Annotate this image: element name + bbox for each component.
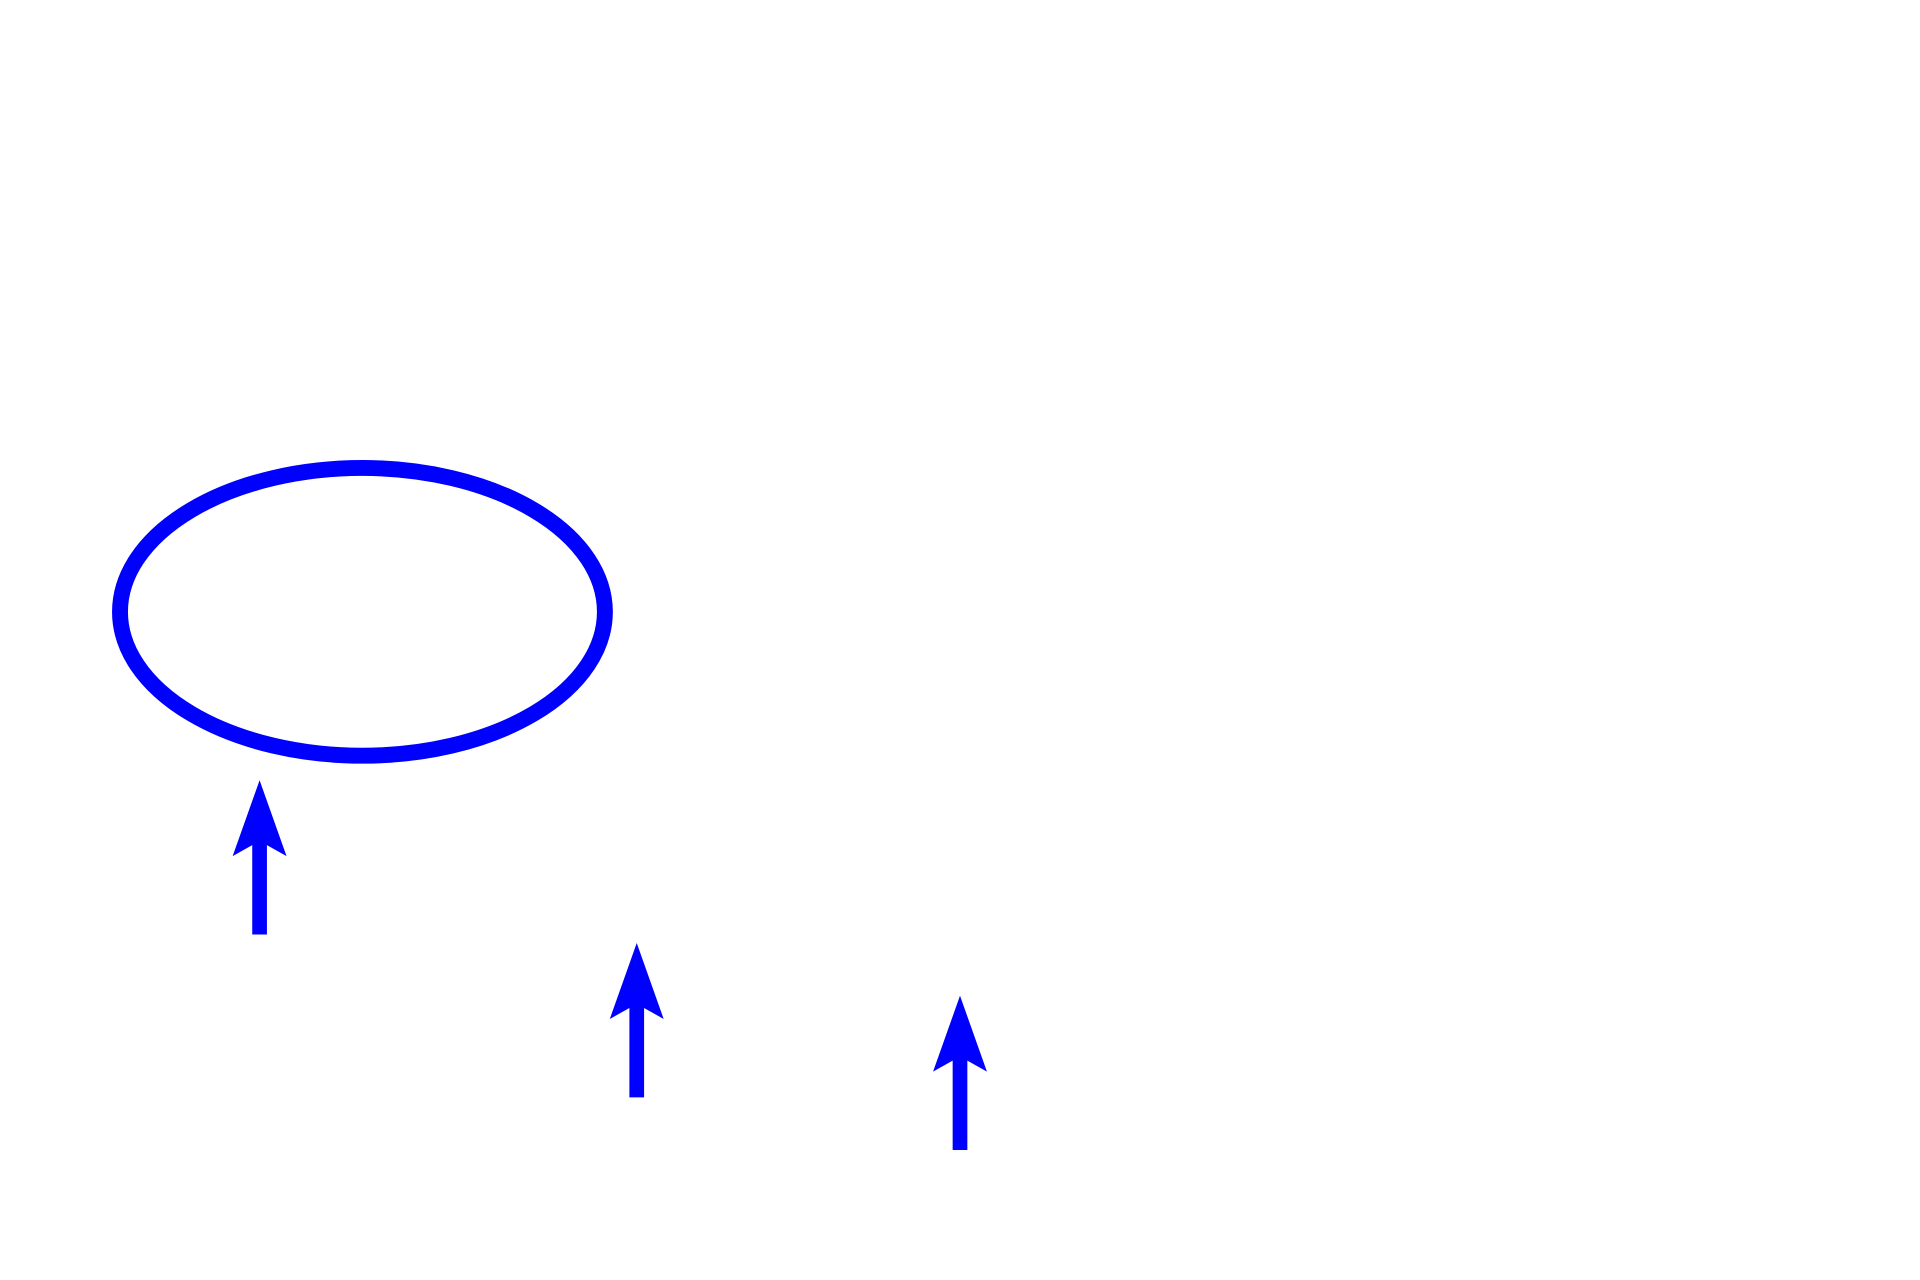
- arrow-head: [232, 780, 287, 935]
- arrow-head: [933, 995, 987, 1150]
- arrow-up-2: [609, 943, 664, 1098]
- arrow-up-1: [232, 780, 287, 935]
- arrow-head: [609, 943, 664, 1098]
- ellipse-outline: [112, 459, 613, 764]
- arrow-up-3: [933, 995, 987, 1150]
